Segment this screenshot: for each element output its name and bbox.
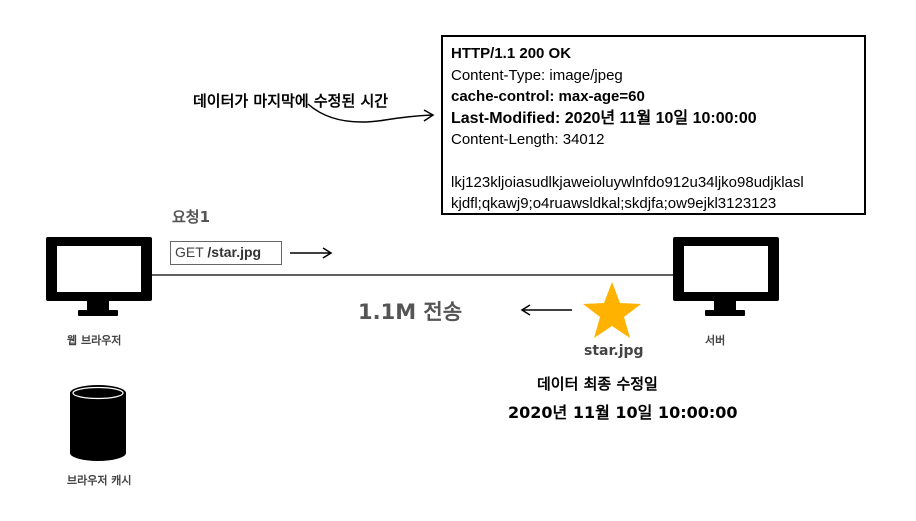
browser-monitor-icon bbox=[46, 237, 152, 316]
content-length-header: Content-Length: 34012 bbox=[451, 131, 605, 148]
request-arrow-icon bbox=[290, 247, 333, 259]
request-path: /star.jpg bbox=[207, 244, 262, 260]
last-modified-title: 데이터 최종 수정일 bbox=[537, 375, 658, 393]
transfer-size-label: 1.1M 전송 bbox=[358, 300, 463, 324]
cache-database-icon bbox=[70, 385, 126, 461]
annotation-arrow-icon bbox=[307, 103, 435, 123]
server-monitor-icon bbox=[673, 237, 779, 316]
request-line-box: GET /star.jpg bbox=[170, 241, 282, 265]
server-label: 서버 bbox=[705, 334, 726, 347]
response-body-line-1: lkj123kljoiasudlkjaweioluywlnfdo912u34lj… bbox=[451, 173, 804, 191]
request-method: GET bbox=[175, 244, 208, 260]
status-line: HTTP/1.1 200 OK bbox=[451, 45, 572, 62]
last-modified-annotation: 데이터가 마지막에 수정된 시간 bbox=[193, 92, 389, 110]
response-arrow-icon bbox=[520, 304, 572, 316]
star-icon bbox=[583, 282, 641, 338]
resource-name-label: star.jpg bbox=[584, 343, 644, 359]
cache-control-header: cache-control: max-age=60 bbox=[451, 88, 645, 105]
browser-cache-label: 브라우저 캐시 bbox=[67, 474, 132, 487]
last-modified-date: 2020년 11월 10일 10:00:00 bbox=[508, 403, 738, 422]
content-type-header: Content-Type: image/jpeg bbox=[451, 66, 623, 84]
request-title: 요청1 bbox=[172, 208, 211, 226]
response-body-line-2: kjdfl;qkawj9;o4ruawsldkal;skdjfa;ow9ejkl… bbox=[451, 195, 777, 212]
last-modified-header: Last-Modified: 2020년 11월 10일 10:00:00 bbox=[451, 109, 757, 127]
http-response-box: HTTP/1.1 200 OK Content-Type: image/jpeg… bbox=[441, 35, 866, 215]
browser-label: 웹 브라우저 bbox=[67, 334, 122, 347]
